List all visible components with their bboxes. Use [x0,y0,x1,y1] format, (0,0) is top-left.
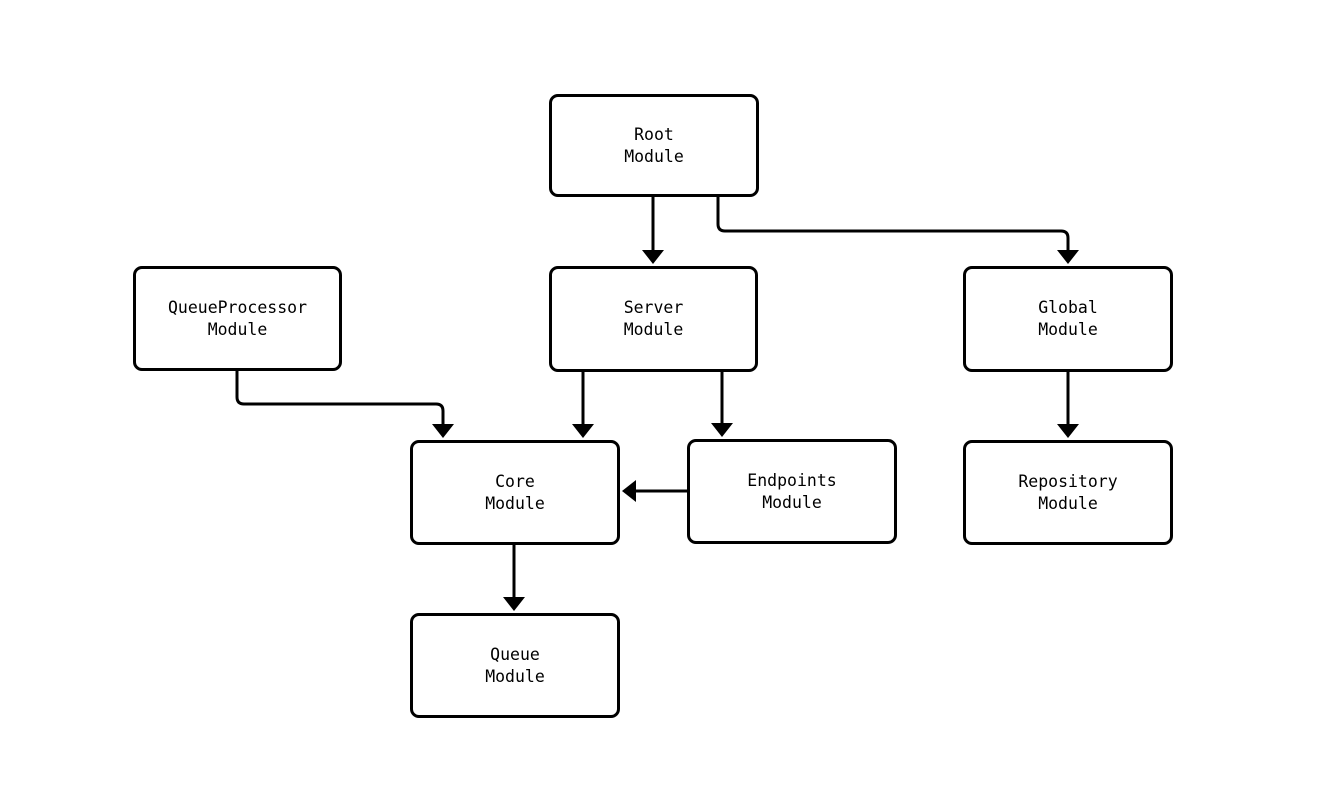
node-server-module-line1: Server [623,298,684,317]
node-queue-module-line1: Queue [490,644,540,664]
node-queueprocessor-module[interactable]: QueueProcessor Module [133,266,342,371]
node-root-module-line1: Root [634,124,674,144]
node-root-module-line2: Module [624,146,684,166]
node-repository-module[interactable]: Repository Module [963,440,1173,545]
arrowhead-global-to-repository [1057,424,1079,438]
edge-queueprocessor-to-core [235,371,445,426]
node-server-module[interactable]: Server Module [549,266,758,372]
node-core-module-line1: Core [495,471,535,491]
arrowhead-server-to-endpoints [711,423,733,437]
node-global-module-line1: Global [1038,298,1098,317]
node-endpoints-module-line1: Endpoints [747,470,837,490]
node-queue-module-line2: Module [485,666,545,686]
node-root-module[interactable]: Root Module [549,94,759,197]
node-global-module[interactable]: Global Module [963,266,1173,372]
node-server-module-line2: Module [623,320,684,339]
arrowhead-root-to-server [642,250,664,264]
node-global-module-line2: Module [1038,320,1098,339]
node-endpoints-module[interactable]: Endpoints Module [687,439,897,544]
arrowhead-server-to-core [572,424,594,438]
node-queue-module[interactable]: Queue Module [410,613,620,718]
node-repository-module-line2: Module [1038,493,1098,513]
node-core-module[interactable]: Core Module [410,440,620,545]
node-repository-module-line1: Repository [1018,471,1118,491]
edge-root-to-global [716,197,1070,252]
arrowhead-core-to-queue [503,597,525,611]
node-queueprocessor-module-line2: Module [207,319,268,339]
node-queueprocessor-module-line1: QueueProcessor [167,297,308,317]
node-core-module-line2: Module [485,493,545,513]
arrowhead-root-to-global [1057,250,1079,264]
arrowhead-endpoints-to-core [622,480,636,502]
arrowhead-queueprocessor-to-core [432,424,454,438]
node-endpoints-module-line2: Module [762,492,822,512]
